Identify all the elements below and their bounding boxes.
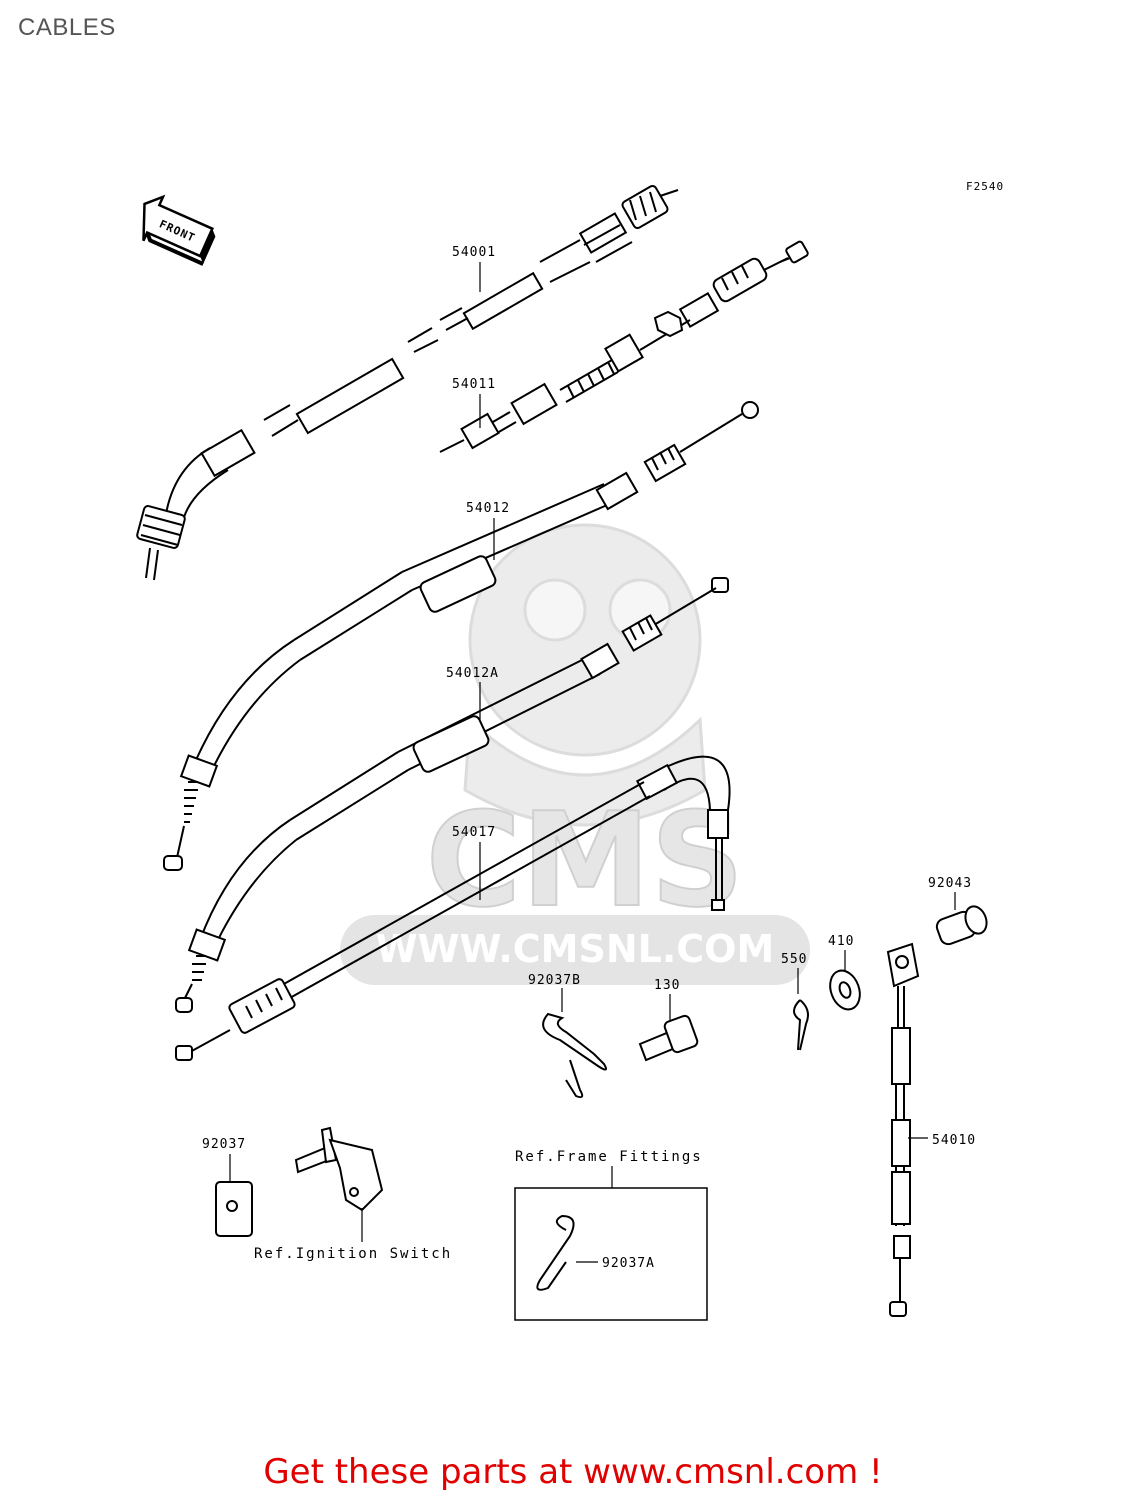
watermark-brand: CMS [426, 784, 744, 936]
cable-54012A [175, 577, 729, 1013]
part-410-washer [829, 969, 861, 1011]
part-130-bolt [638, 1014, 699, 1062]
label-92037[interactable]: 92037 [202, 1137, 246, 1152]
cable-54001 [136, 184, 679, 581]
part-92043-pin [935, 905, 988, 946]
ignition-switch-bracket [294, 1126, 384, 1212]
label-54001[interactable]: 54001 [452, 245, 496, 260]
label-54010[interactable]: 54010 [932, 1133, 976, 1148]
front-arrow-icon: FRONT [142, 194, 216, 266]
frame-fittings-box [514, 1187, 708, 1321]
label-54011[interactable]: 54011 [452, 377, 496, 392]
label-54012[interactable]: 54012 [466, 501, 510, 516]
label-54012A[interactable]: 54012A [446, 666, 499, 681]
label-130[interactable]: 130 [654, 978, 680, 993]
cable-54017 [175, 755, 731, 1061]
part-550-cotter-pin [793, 999, 809, 1051]
label-92037A[interactable]: 92037A [602, 1256, 655, 1271]
footer-cta-link[interactable]: Get these parts at www.cmsnl.com ! [263, 1452, 883, 1492]
label-92043[interactable]: 92043 [928, 876, 972, 891]
label-92037B[interactable]: 92037B [528, 973, 581, 988]
label-410[interactable]: 410 [828, 934, 854, 949]
figure-code: F2540 [966, 180, 1004, 193]
page-title: CABLES [18, 14, 116, 41]
watermark-url: WWW.CMSNL.COM [376, 927, 775, 971]
cable-54010 [886, 942, 920, 1317]
leader-lines [229, 262, 956, 1263]
ref-frame-fittings: Ref.Frame Fittings [515, 1149, 703, 1165]
watermark-url-band [340, 915, 810, 985]
label-550[interactable]: 550 [781, 952, 807, 967]
cable-54012 [163, 401, 759, 871]
watermark: CMS WWW.CMSNL.COM [340, 523, 810, 985]
cable-54011 [439, 240, 809, 453]
part-92037-clamp [215, 1181, 253, 1237]
ref-ignition-switch: Ref.Ignition Switch [254, 1246, 452, 1262]
label-54017[interactable]: 54017 [452, 825, 496, 840]
part-92037B-clamp [542, 1012, 607, 1099]
